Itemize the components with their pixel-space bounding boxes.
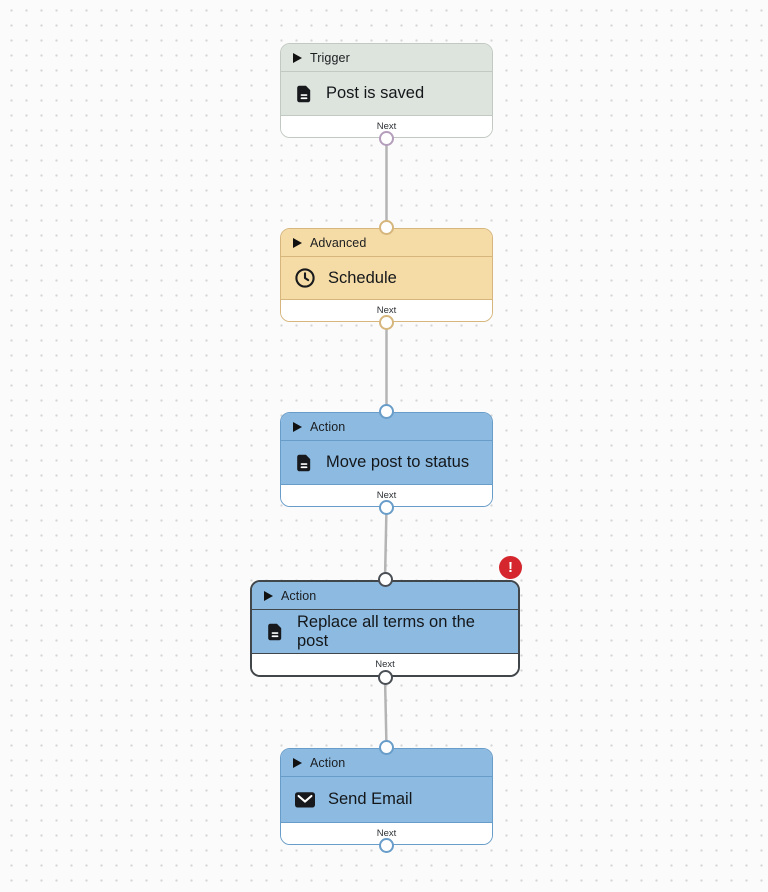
error-badge[interactable]: ! — [499, 556, 522, 579]
node-trigger-post-is-saved[interactable]: Trigger Post is saved Next — [280, 43, 493, 146]
node-box: Advanced Schedule Next — [280, 228, 493, 322]
node-advanced-schedule[interactable]: Advanced Schedule Next — [280, 220, 493, 330]
document-icon — [294, 84, 314, 104]
node-footer: Next — [281, 116, 492, 137]
node-body: Replace all terms on the post — [252, 610, 518, 654]
output-port[interactable] — [379, 131, 394, 146]
next-label: Next — [376, 828, 397, 839]
node-box: Action Replace all terms on the post Nex… — [250, 580, 520, 677]
node-box: Action Move post to status Next — [280, 412, 493, 507]
node-box: Action Send Email Next — [280, 748, 493, 845]
node-title: Post is saved — [326, 84, 425, 102]
input-port[interactable] — [379, 404, 394, 419]
input-port[interactable] — [379, 220, 394, 235]
play-triangle-icon — [293, 237, 302, 248]
node-title: Send Email — [328, 790, 413, 808]
next-label: Next — [375, 659, 395, 670]
output-port[interactable] — [379, 315, 394, 330]
next-label: Next — [376, 490, 397, 501]
node-footer: Next — [281, 300, 492, 321]
node-category: Action — [310, 755, 346, 770]
output-port[interactable] — [379, 500, 394, 515]
node-footer: Next — [281, 485, 492, 506]
document-icon — [294, 453, 314, 473]
node-footer: Next — [252, 654, 518, 675]
node-body: Schedule — [281, 257, 492, 300]
node-box: Trigger Post is saved Next — [280, 43, 493, 138]
node-action-send-email[interactable]: Action Send Email Next — [280, 740, 493, 853]
node-category: Action — [281, 588, 317, 603]
node-body: Send Email — [281, 777, 492, 823]
play-triangle-icon — [293, 421, 302, 432]
node-action-replace-all-terms[interactable]: Action Replace all terms on the post Nex… — [250, 556, 522, 685]
input-port[interactable] — [377, 572, 393, 587]
node-body: Move post to status — [281, 441, 492, 485]
play-triangle-icon — [264, 590, 273, 601]
node-category: Trigger — [310, 50, 350, 65]
play-triangle-icon — [293, 757, 302, 768]
node-footer: Next — [281, 823, 492, 844]
node-body: Post is saved — [281, 72, 492, 116]
node-category: Advanced — [310, 235, 367, 250]
node-category: Action — [310, 419, 346, 434]
node-header: Trigger — [281, 44, 492, 72]
clock-icon — [294, 267, 316, 289]
output-port[interactable] — [379, 838, 394, 853]
node-action-move-post-to-status[interactable]: Action Move post to status Next — [280, 404, 493, 515]
next-label: Next — [376, 121, 397, 132]
mail-icon — [294, 791, 316, 809]
play-triangle-icon — [293, 52, 302, 63]
node-title: Schedule — [328, 268, 397, 287]
document-icon — [265, 622, 285, 642]
input-port[interactable] — [379, 740, 394, 755]
next-label: Next — [376, 305, 397, 316]
node-title: Move post to status — [326, 453, 470, 471]
node-title: Replace all terms on the post — [297, 612, 475, 650]
output-port[interactable] — [377, 670, 393, 685]
